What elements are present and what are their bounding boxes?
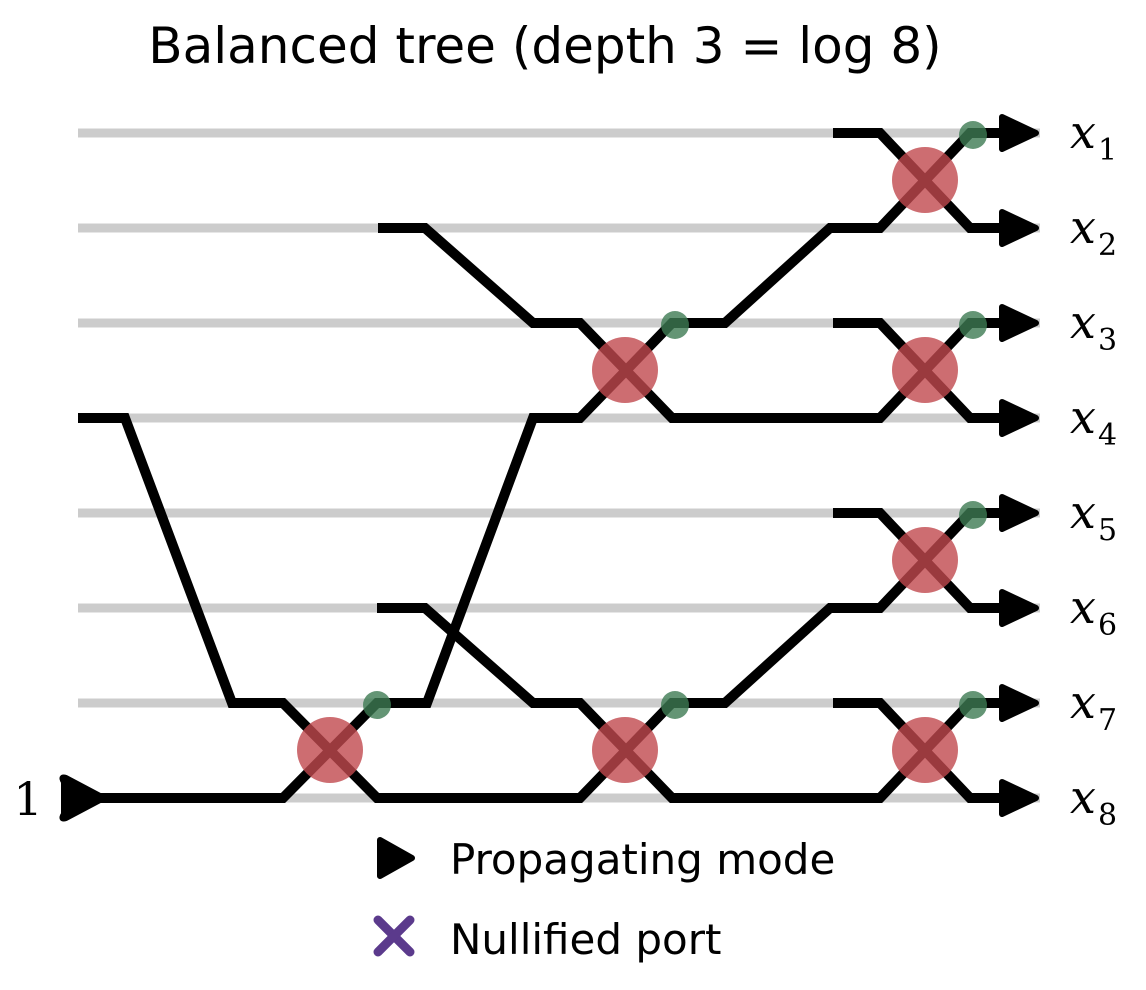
output-arrow-icon bbox=[999, 779, 1039, 817]
output-arrows bbox=[999, 114, 1039, 817]
output-label: x8 bbox=[1070, 770, 1117, 833]
beam-splitter bbox=[592, 337, 658, 403]
output-label: x5 bbox=[1070, 485, 1117, 548]
output-arrow-icon bbox=[999, 304, 1039, 342]
input-arrow-icon bbox=[59, 774, 105, 822]
port-dot bbox=[959, 691, 987, 719]
output-label: x6 bbox=[1070, 580, 1117, 643]
beam-splitter bbox=[892, 527, 958, 593]
output-arrow-icon bbox=[999, 399, 1039, 437]
waveguide-wires bbox=[78, 128, 1010, 803]
output-arrow-icon bbox=[999, 494, 1039, 532]
port-dot bbox=[363, 691, 391, 719]
triangle-arrow-icon bbox=[377, 837, 415, 879]
legend-label-propagating: Propagating mode bbox=[450, 835, 835, 884]
legend: Propagating mode Nullified port bbox=[373, 835, 835, 964]
output-label: x3 bbox=[1070, 295, 1117, 358]
output-arrow-icon bbox=[999, 589, 1039, 627]
output-label: x4 bbox=[1070, 390, 1117, 453]
diagram-title: Balanced tree (depth 3 = log 8) bbox=[148, 17, 941, 75]
port-dots bbox=[363, 121, 987, 719]
output-label: x2 bbox=[1070, 200, 1117, 263]
input-label: 1 bbox=[13, 772, 42, 826]
beam-splitter bbox=[592, 717, 658, 783]
port-dot bbox=[661, 691, 689, 719]
beam-splitter bbox=[297, 717, 363, 783]
legend-label-nullified: Nullified port bbox=[450, 915, 721, 964]
beam-splitter bbox=[892, 717, 958, 783]
port-dot bbox=[959, 501, 987, 529]
port-dot bbox=[661, 311, 689, 339]
beam-splitter bbox=[892, 337, 958, 403]
output-arrow-icon bbox=[999, 684, 1039, 722]
port-dot bbox=[959, 121, 987, 149]
output-arrow-icon bbox=[999, 209, 1039, 247]
beam-splitter bbox=[892, 147, 958, 213]
output-labels: x1 x2 x3 x4 x5 x6 x7 x8 bbox=[1070, 105, 1117, 833]
output-label: x1 bbox=[1070, 105, 1117, 168]
port-dot bbox=[959, 311, 987, 339]
splitters bbox=[297, 147, 958, 783]
output-arrow-icon bbox=[999, 114, 1039, 152]
x-mark-icon bbox=[373, 915, 415, 957]
output-label: x7 bbox=[1070, 675, 1117, 738]
